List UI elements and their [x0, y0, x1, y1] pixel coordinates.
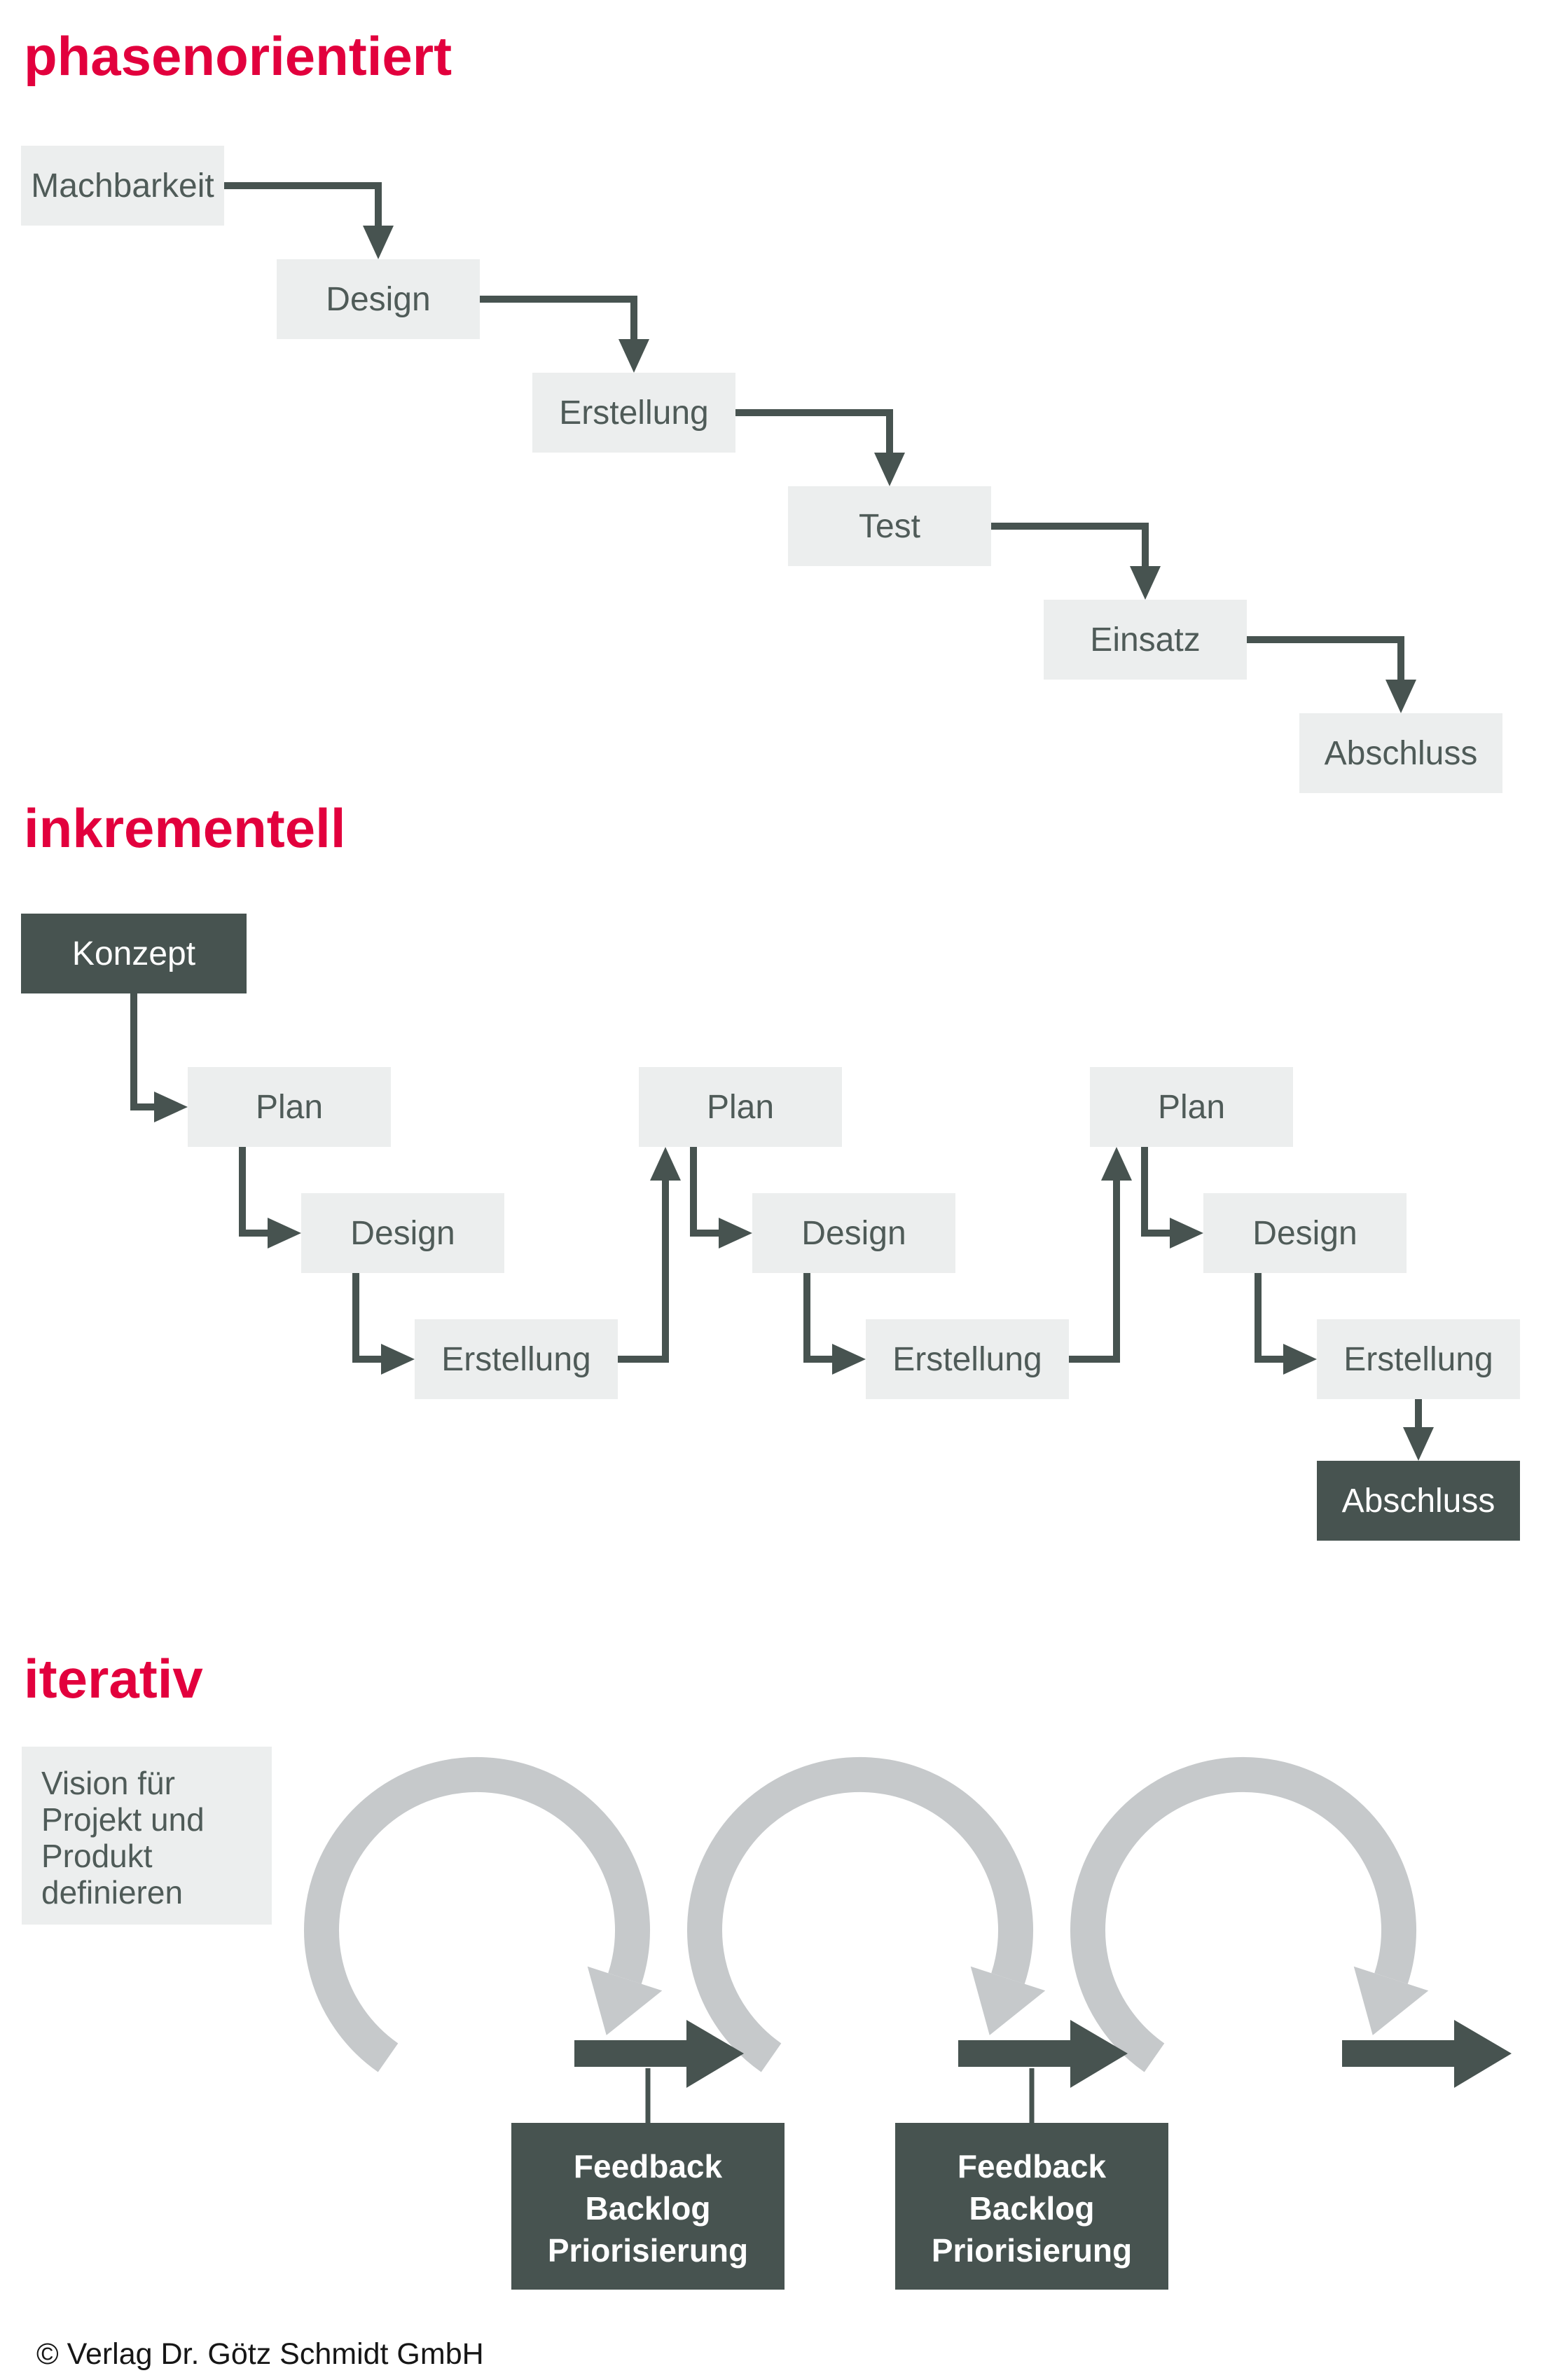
phase-box-machbarkeit: Machbarkeit	[21, 146, 224, 226]
flow-arrow-line	[1255, 1273, 1285, 1363]
loop-arrowhead-icon	[970, 1966, 1046, 2035]
arrowhead-up-icon	[650, 1147, 681, 1181]
forward-arrow-icon	[1342, 2020, 1512, 2088]
arrowhead-right-icon	[719, 1218, 752, 1249]
arrowhead-right-icon	[1283, 1344, 1317, 1375]
vision-line: definieren	[41, 1874, 184, 1911]
feedback-line: Feedback	[957, 2148, 1107, 2185]
flow-arrow-line	[1247, 636, 1404, 681]
flow-arrow-line	[130, 993, 156, 1110]
feedback-box-2: Feedback Backlog Priorisierung	[895, 2123, 1168, 2290]
arrowhead-down-icon	[619, 339, 649, 373]
arrowhead-down-icon	[363, 226, 394, 259]
phase-box-erstellung: Erstellung	[532, 373, 735, 453]
section-title-inkrementell: inkrementell	[24, 797, 346, 859]
increment-box-abschluss: Abschluss	[1317, 1461, 1520, 1541]
phase-box-test: Test	[788, 486, 991, 566]
arrowhead-up-icon	[1101, 1147, 1132, 1181]
arrowhead-down-icon	[874, 453, 905, 486]
arrowhead-down-icon	[1385, 680, 1416, 713]
increment-box-plan-2: Plan	[639, 1067, 842, 1147]
increment-box-erstellung-1: Erstellung	[415, 1319, 618, 1399]
increment-box-konzept: Konzept	[21, 914, 247, 993]
arrowhead-right-icon	[832, 1344, 866, 1375]
vision-box: Vision für Projekt und Produkt definiere…	[22, 1747, 272, 1925]
flow-arrow-line	[735, 409, 893, 454]
increment-box-plan-1: Plan	[188, 1067, 391, 1147]
phase-box-abschluss: Abschluss	[1299, 713, 1502, 793]
feedback-line: Backlog	[969, 2190, 1095, 2227]
flow-arrow-line	[224, 182, 382, 227]
arrowhead-right-icon	[268, 1218, 301, 1249]
increment-box-plan-3: Plan	[1090, 1067, 1293, 1147]
vision-line: Projekt und	[41, 1801, 205, 1838]
feedback-box-1: Feedback Backlog Priorisierung	[511, 2123, 785, 2290]
flow-arrow-line	[618, 1179, 669, 1363]
increment-box-erstellung-2: Erstellung	[866, 1319, 1069, 1399]
flow-arrow-line	[239, 1147, 269, 1237]
arrowhead-right-icon	[381, 1344, 415, 1375]
increment-box-erstellung-3: Erstellung	[1317, 1319, 1520, 1399]
increment-box-design-1: Design	[301, 1193, 504, 1273]
loop-arrowhead-icon	[587, 1966, 663, 2035]
phase-box-einsatz: Einsatz	[1044, 600, 1247, 680]
increment-box-design-3: Design	[1203, 1193, 1407, 1273]
arrowhead-down-icon	[1403, 1427, 1434, 1461]
vision-line: Vision für	[41, 1765, 175, 1801]
flow-arrow-line	[803, 1273, 834, 1363]
vision-line: Produkt	[41, 1838, 153, 1874]
flow-arrow-line	[991, 523, 1149, 568]
feedback-line: Priorisierung	[547, 2232, 749, 2269]
flow-arrow-line	[480, 296, 637, 341]
arrowhead-down-icon	[1130, 566, 1161, 600]
flow-arrow-line	[690, 1147, 720, 1237]
loop-arrowhead-icon	[1353, 1966, 1429, 2035]
increment-box-design-2: Design	[752, 1193, 955, 1273]
copyright-text: © Verlag Dr. Götz Schmidt GmbH	[36, 2337, 484, 2371]
section-title-phasenorientiert: phasenorientiert	[24, 25, 452, 87]
flow-arrow-line	[1069, 1179, 1120, 1363]
flow-arrow-line	[352, 1273, 382, 1363]
section-title-iterativ: iterativ	[24, 1648, 203, 1710]
loop-arrow-icon	[1070, 1756, 1416, 2072]
feedback-line: Priorisierung	[931, 2232, 1133, 2269]
forward-arrow-icon	[958, 2020, 1128, 2088]
feedback-line: Backlog	[585, 2190, 711, 2227]
phase-box-design: Design	[277, 259, 480, 339]
arrowhead-right-icon	[1170, 1218, 1203, 1249]
loop-arrow-icon	[304, 1756, 650, 2072]
arrowhead-right-icon	[154, 1092, 188, 1122]
flow-arrow-line	[1141, 1147, 1171, 1237]
loop-arrow-icon	[687, 1756, 1033, 2072]
forward-arrow-icon	[574, 2020, 744, 2088]
feedback-line: Feedback	[573, 2148, 723, 2185]
